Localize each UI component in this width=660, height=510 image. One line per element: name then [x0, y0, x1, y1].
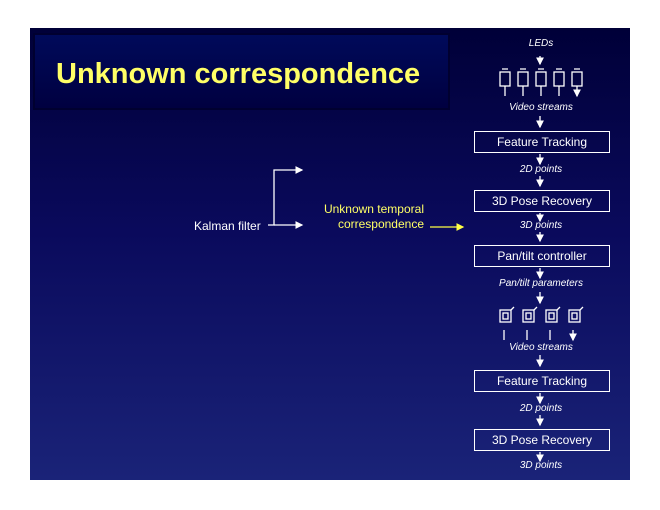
3d-points-label: 3D points [519, 220, 563, 231]
pan-tilt-cameras [499, 306, 584, 340]
feature-tracking-box-2: Feature Tracking [474, 370, 610, 392]
video-streams-label: Video streams [509, 102, 573, 113]
kalman-filter-label: Kalman filter [194, 219, 261, 233]
2d-points-label: 2D points [519, 164, 563, 175]
video-streams-label-2: Video streams [509, 342, 573, 353]
unknown-temporal-label: Unknown temporal correspondence [300, 202, 424, 232]
led-cameras [499, 68, 582, 96]
leds-label: LEDs [528, 38, 554, 49]
title-box [35, 35, 448, 108]
pose-recovery-box-2: 3D Pose Recovery [474, 429, 610, 451]
slide-title: Unknown correspondence [56, 58, 421, 90]
pan-tilt-parameters-label: Pan/tilt parameters [499, 278, 583, 289]
feature-tracking-box: Feature Tracking [474, 131, 610, 153]
3d-points-label-2: 3D points [519, 460, 563, 471]
unknown-line-2: correspondence [337, 217, 424, 231]
unknown-line-1: Unknown temporal [323, 202, 424, 216]
2d-points-label-2: 2D points [519, 403, 563, 414]
pose-recovery-box: 3D Pose Recovery [474, 190, 610, 212]
kalman-bracket [268, 166, 304, 226]
pan-tilt-controller-box: Pan/tilt controller [474, 245, 610, 267]
